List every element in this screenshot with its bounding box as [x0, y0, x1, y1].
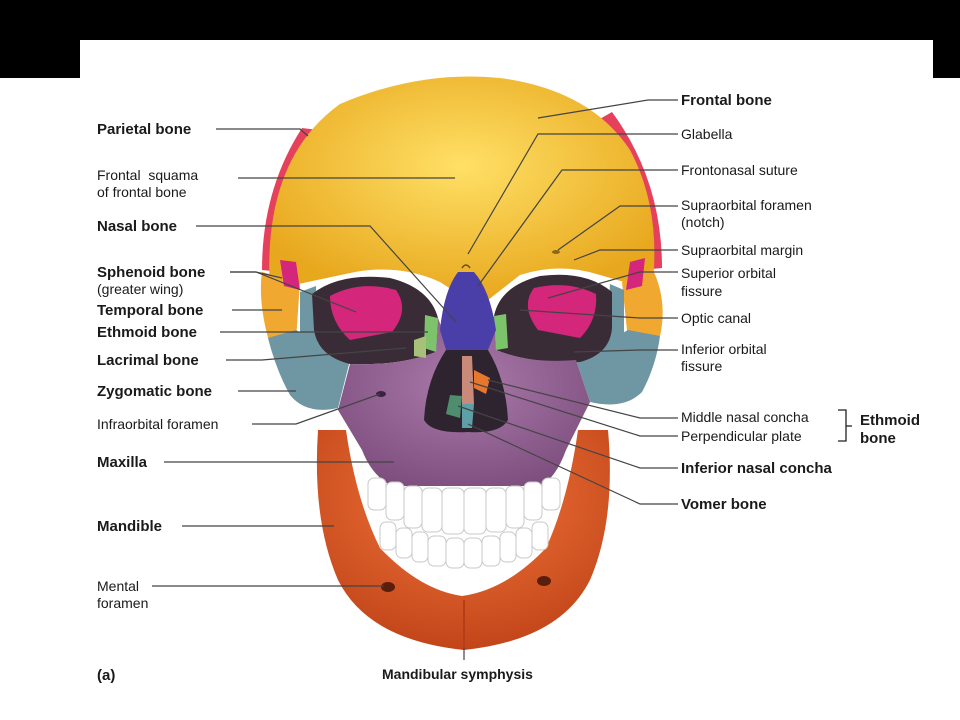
- inferior-nasal-concha-region: [446, 395, 462, 418]
- label-superior-orbital-fissure: fissure: [681, 283, 722, 299]
- label-parietal-bone: Parietal bone: [97, 121, 191, 138]
- panel-letter: (a): [97, 667, 115, 684]
- label-frontal-squama-line2: of frontal bone: [97, 184, 187, 200]
- supraorbital-notch-mark: [552, 250, 560, 254]
- label-ethmoid-group-bone: bone: [860, 430, 896, 447]
- label-temporal-bone: Temporal bone: [97, 302, 203, 319]
- frontal-bone-region: [269, 76, 655, 300]
- label-superior-orbital: Superior orbital: [681, 265, 776, 281]
- label-frontal-bone: Frontal bone: [681, 92, 772, 109]
- right-black-tab: [933, 40, 960, 78]
- temporal-bone-left-region: [260, 272, 300, 340]
- leader-lines: [152, 99, 852, 660]
- label-frontal-squama: Frontal squama: [97, 167, 198, 183]
- label-sphenoid-bone: Sphenoid bone: [97, 264, 205, 281]
- sphenoid-right-lateral: [626, 258, 645, 290]
- label-supraorbital-foramen-notch: (notch): [681, 214, 725, 230]
- label-mental-foramen-line2: foramen: [97, 595, 148, 611]
- mental-foramen-left-hole: [381, 582, 395, 592]
- mandible-region: [316, 430, 610, 650]
- ethmoid-left-region: [424, 315, 438, 352]
- label-inferior-nasal-concha: Inferior nasal concha: [681, 460, 833, 477]
- label-supraorbital-margin: Supraorbital margin: [681, 242, 803, 258]
- label-glabella: Glabella: [681, 126, 733, 142]
- label-mandibular-symphysis: Mandibular symphysis: [382, 666, 533, 682]
- perpendicular-plate-region: [462, 356, 474, 404]
- teeth: [367, 477, 561, 569]
- sphenoid-left-lateral: [280, 260, 300, 290]
- top-black-bar: [0, 0, 960, 40]
- label-ethmoid-bone: Ethmoid bone: [97, 324, 197, 341]
- label-mandible: Mandible: [97, 518, 162, 535]
- label-ethmoid-group: Ethmoid: [860, 412, 920, 429]
- sphenoid-left-region: [330, 286, 403, 340]
- lacrimal-left-region: [414, 336, 426, 358]
- mental-foramen-right-hole: [537, 576, 551, 586]
- label-maxilla: Maxilla: [97, 454, 148, 471]
- label-zygomatic-bone: Zygomatic bone: [97, 383, 212, 400]
- label-sphenoid-greater-wing: (greater wing): [97, 281, 183, 297]
- frontonasal-suture-mark: [461, 264, 471, 269]
- label-vomer-bone: Vomer bone: [681, 496, 767, 513]
- sphenoid-right-region: [527, 285, 597, 338]
- label-nasal-bone: Nasal bone: [97, 218, 177, 235]
- label-mental-foramen: Mental: [97, 578, 139, 594]
- left-black-tab: [0, 40, 80, 78]
- label-frontonasal-suture: Frontonasal suture: [681, 162, 798, 178]
- infraorbital-foramen-hole: [376, 391, 386, 397]
- label-inferior-orbital-fissure: fissure: [681, 358, 722, 374]
- label-middle-nasal-concha: Middle nasal concha: [681, 409, 809, 425]
- ethmoid-right-region: [494, 314, 508, 350]
- label-supraorbital-foramen: Supraorbital foramen: [681, 197, 812, 213]
- skull-illustration: [260, 76, 663, 650]
- label-perpendicular-plate: Perpendicular plate: [681, 428, 802, 444]
- nasal-bone-region: [440, 272, 496, 350]
- label-inferior-orbital: Inferior orbital: [681, 341, 767, 357]
- label-infraorbital-foramen: Infraorbital foramen: [97, 416, 218, 432]
- label-lacrimal-bone: Lacrimal bone: [97, 352, 199, 369]
- label-optic-canal: Optic canal: [681, 310, 751, 326]
- middle-nasal-concha-region: [474, 370, 490, 394]
